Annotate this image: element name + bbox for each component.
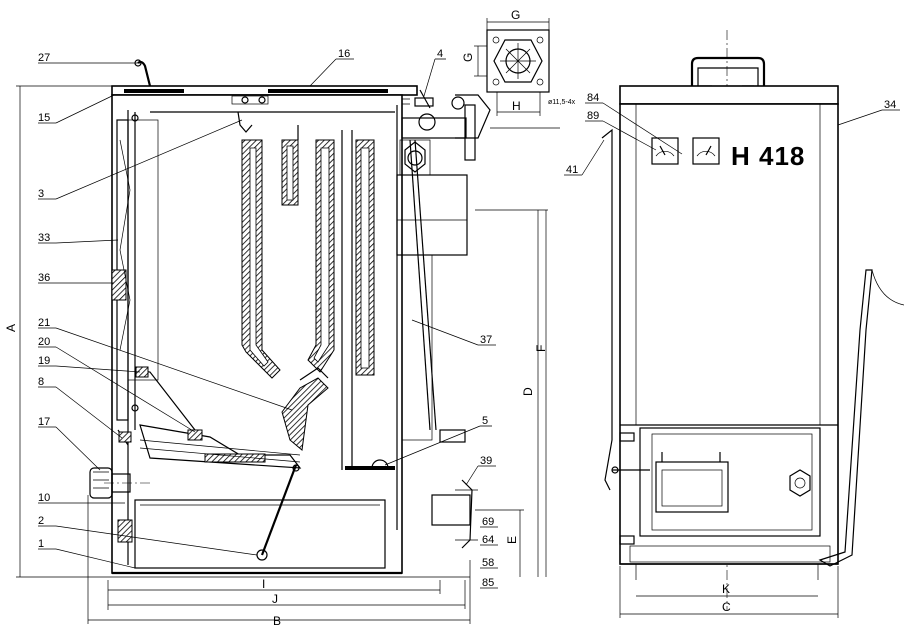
front-regulator-knob [789,469,811,497]
ash-door-window [655,461,729,513]
pressure-gauge [692,137,720,165]
callout-15: 15 [38,112,50,124]
front-lid [619,85,839,105]
dim-C: C [722,600,731,614]
callout-10: 10 [38,492,50,504]
callout-69: 69 [482,516,494,528]
callout-41: 41 [566,164,578,176]
return-inlet-pipe [431,479,478,549]
callout-64: 64 [482,534,494,546]
front-casing [619,103,839,565]
dim-J: J [272,592,278,606]
dim-E: E [505,536,519,544]
callout-34: 34 [884,99,896,111]
callout-2: 2 [38,515,44,527]
front-view: H 418 [601,30,904,618]
callout-3: 3 [38,188,44,200]
callout-8: 8 [38,376,44,388]
callout-16: 16 [338,48,350,60]
dim-F: F [534,345,548,352]
callout-4: 4 [437,48,443,60]
flange-detail [474,18,550,116]
flow-outlet-pipe [401,89,491,161]
callout-85: 85 [482,577,494,589]
dim-I: I [262,577,265,591]
callout-20: 20 [38,336,50,348]
lid-handle [137,60,152,87]
rear-water-jacket [396,139,468,443]
callout-58: 58 [482,557,494,569]
side-section-view [89,59,491,575]
callouts-front: 84 89 41 34 [564,92,900,176]
door-seal [111,269,127,301]
callout-84: 84 [587,92,599,104]
callouts-right: 16 4 37 5 39 69 64 58 85 [309,48,498,589]
callouts-left: 27 15 3 33 36 21 20 19 8 17 10 2 1 [38,52,293,569]
dim-D: D [521,387,535,396]
callout-89: 89 [587,110,599,122]
dim-B: B [273,614,281,626]
callout-39: 39 [480,455,492,467]
thermostat-well [371,459,389,469]
dimension-lines [16,85,560,624]
lid-insulation-left [124,89,184,93]
flange-hole-note: ø11,5-4x [548,99,576,106]
callout-27: 27 [38,52,50,64]
ash-pan [134,499,386,569]
damper-lever [260,464,298,556]
dim-G-top: G [511,8,520,22]
front-lid-handle [690,56,766,86]
secondary-air-nozzle [281,377,329,451]
callout-17: 17 [38,416,50,428]
callout-37: 37 [480,334,492,346]
callout-1: 1 [38,538,44,550]
lower-door [639,427,821,537]
callout-33: 33 [38,232,50,244]
thermometer-gauge [651,137,679,165]
grate [139,424,302,469]
side-hook [601,128,613,491]
dim-A: A [4,324,18,332]
callout-21: 21 [38,317,50,329]
callout-5: 5 [482,415,488,427]
callout-19: 19 [38,355,50,367]
dim-H: H [512,99,521,113]
air-regulator-knob [89,467,150,499]
model-label: H 418 [731,141,805,171]
callout-36: 36 [38,272,50,284]
dim-G-side: G [461,53,475,62]
baffle [237,111,253,133]
dim-K: K [722,582,730,596]
lid-insulation-right [268,89,388,93]
